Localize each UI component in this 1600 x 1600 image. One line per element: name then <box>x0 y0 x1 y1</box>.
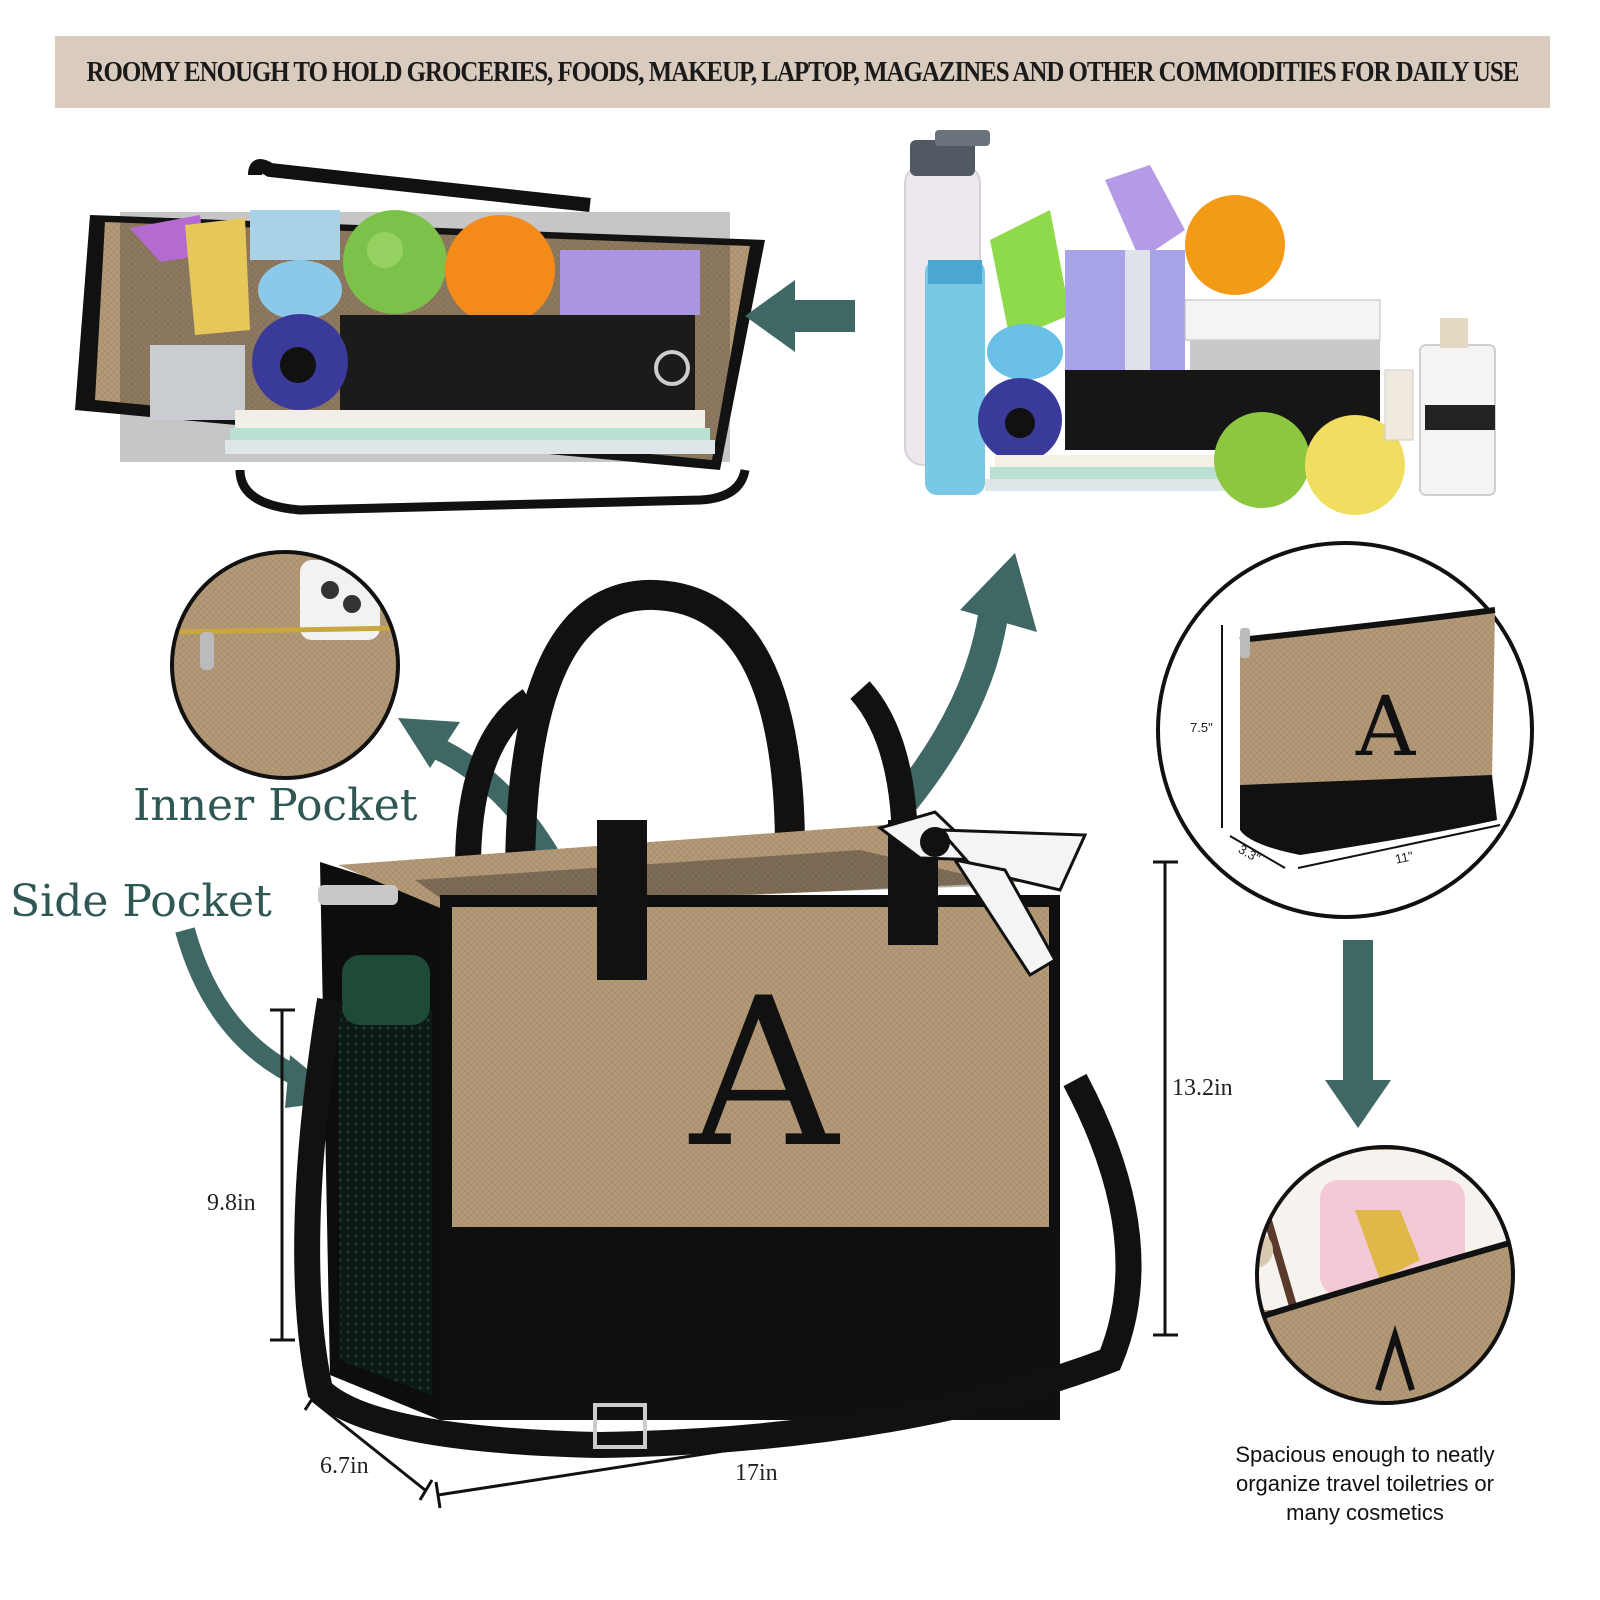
arrow-left-icon <box>745 280 855 352</box>
inner-pocket-label: Inner Pocket <box>133 780 418 831</box>
pocket-height-dimension: 9.8in <box>207 1190 256 1216</box>
tote-monogram: A <box>690 955 839 1193</box>
banner-text: ROOMY ENOUGH TO HOLD GROCERIES, FOODS, M… <box>86 55 1520 88</box>
tote-depth-dimension: 6.7in <box>320 1453 369 1479</box>
tote-height-dimension: 13.2in <box>1172 1075 1233 1101</box>
packed-tote-photo <box>75 159 765 515</box>
cosmetic-pouch-closeup <box>1156 541 1534 919</box>
tote-width-dimension: 17in <box>735 1460 778 1486</box>
side-pocket-label: Side Pocket <box>10 876 272 927</box>
contents-photo <box>904 130 1496 515</box>
pouch-monogram: A <box>1356 680 1416 775</box>
main-tote-bag <box>294 579 1142 1459</box>
inner-pocket-closeup <box>170 550 400 780</box>
caption-line-1: Spacious enough to neatly <box>1235 1442 1495 1467</box>
pouch-caption: Spacious enough to neatly organize trave… <box>1215 1440 1515 1527</box>
arrow-up-right-icon <box>893 553 1037 810</box>
pouch-interior-closeup <box>1255 1145 1515 1405</box>
pouch-height-dimension: 7.5" <box>1190 720 1213 735</box>
arrow-down-icon <box>1325 940 1391 1128</box>
caption-line-3: many cosmetics <box>1286 1500 1444 1525</box>
tote-dimension-lines <box>270 860 1178 1509</box>
top-banner: ROOMY ENOUGH TO HOLD GROCERIES, FOODS, M… <box>55 36 1550 108</box>
caption-line-2: organize travel toiletries or <box>1235 1471 1494 1496</box>
